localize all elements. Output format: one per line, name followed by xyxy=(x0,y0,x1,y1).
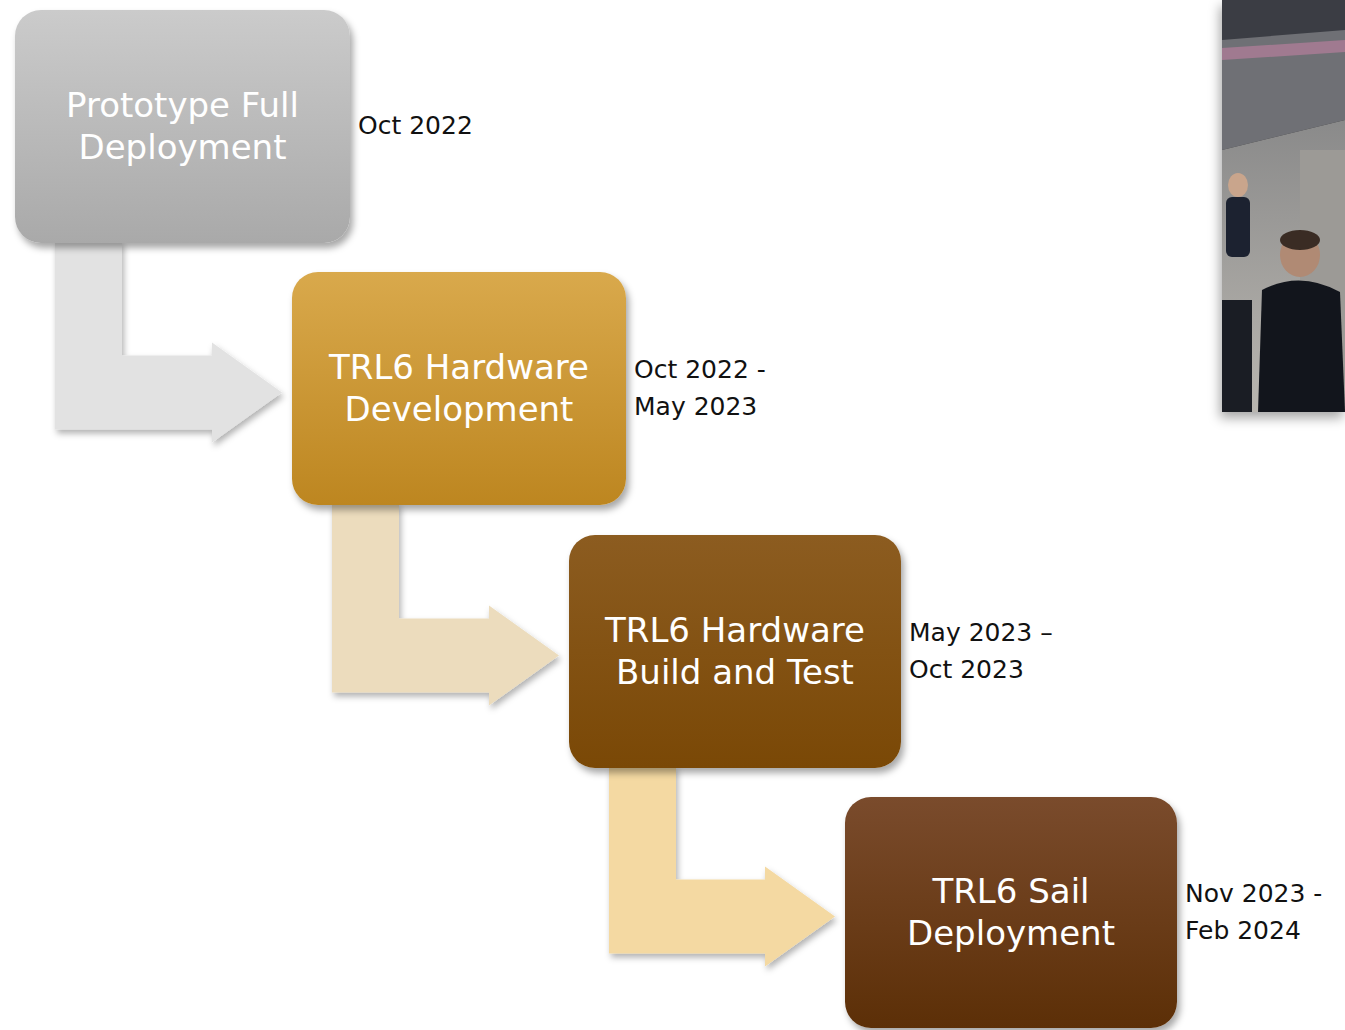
process-box: Prototype Full Deployment xyxy=(15,10,350,243)
box-title: Prototype Full Deployment xyxy=(31,85,334,168)
process-box: TRL6 Sail Deployment xyxy=(845,797,1177,1028)
elbow-arrow xyxy=(55,241,282,443)
date-label: May 2023 – Oct 2023 xyxy=(909,615,1069,688)
elbow-arrow xyxy=(609,766,835,967)
date-label: Nov 2023 - Feb 2024 xyxy=(1185,876,1339,949)
box-title: TRL6 Sail Deployment xyxy=(861,871,1161,954)
box-title: TRL6 Hardware Build and Test xyxy=(585,610,885,693)
elbow-arrow xyxy=(332,503,559,706)
process-box: TRL6 Hardware Build and Test xyxy=(569,535,901,768)
process-box: TRL6 Hardware Development xyxy=(292,272,626,505)
date-label: Oct 2022 xyxy=(358,108,508,144)
box-title: TRL6 Hardware Development xyxy=(308,347,610,430)
date-label: Oct 2022 - May 2023 xyxy=(634,352,784,425)
